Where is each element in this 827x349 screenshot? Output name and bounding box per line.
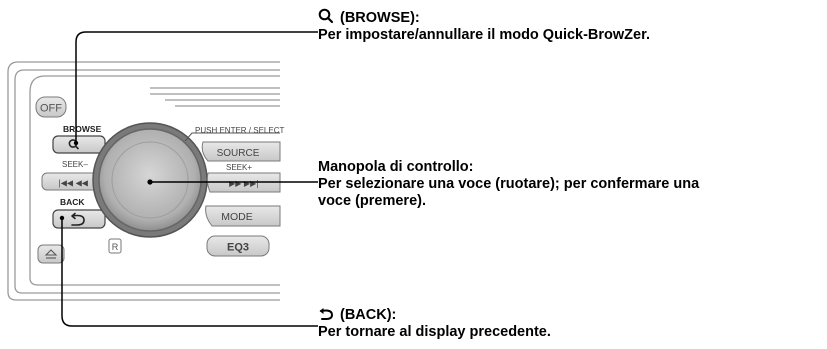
back-leader-dot <box>59 215 65 221</box>
r-indicator-label: R <box>112 242 119 252</box>
eject-button[interactable] <box>37 244 65 264</box>
browse-callout-title-text: (BROWSE): <box>340 10 420 26</box>
leader-lines <box>61 31 318 327</box>
r-indicator: R <box>108 238 122 254</box>
knob-callout-desc-line1: Per selezionare una voce (ruotare); per … <box>318 176 700 192</box>
seek-prev-label: |◀◀ ◀◀ <box>58 179 89 188</box>
knob-callout-title: Manopola di controllo: <box>318 159 474 175</box>
eject-icon <box>44 249 58 259</box>
faceplate <box>7 61 280 301</box>
browse-leader-dot <box>73 140 79 146</box>
browse-label: BROWSE <box>63 124 102 134</box>
seek-minus-label: SEEK– <box>62 160 88 169</box>
off-button[interactable]: OFF <box>35 96 67 118</box>
back-arrow-icon <box>318 307 334 326</box>
back-callout-title-text: (BACK): <box>340 307 397 323</box>
back-callout-title: (BACK): <box>318 307 396 326</box>
source-button[interactable]: SOURCE <box>201 141 281 162</box>
knob-leader-dot <box>147 179 153 185</box>
eq-label: EQ3 <box>227 242 249 254</box>
seek-prev-button[interactable]: |◀◀ ◀◀ <box>41 172 105 191</box>
off-label: OFF <box>40 103 62 115</box>
mode-label: MODE <box>221 211 253 223</box>
browse-leader <box>75 31 318 143</box>
mode-button[interactable]: MODE <box>205 205 281 227</box>
eq-button[interactable]: EQ3 <box>206 235 270 257</box>
back-callout-desc: Per tornare al display precedente. <box>318 324 551 340</box>
back-leader <box>61 218 318 327</box>
back-label: BACK <box>60 197 85 207</box>
seek-plus-label: SEEK+ <box>226 163 252 172</box>
push-enter-label: PUSH ENTER / SELECT <box>195 126 284 135</box>
browse-callout-title: (BROWSE): <box>318 8 420 29</box>
search-icon <box>318 8 334 29</box>
browse-button[interactable] <box>52 135 106 154</box>
back-button-arrow-icon <box>71 212 85 226</box>
knob-callout-desc-line2: voce (premere). <box>318 193 426 209</box>
source-label: SOURCE <box>217 148 260 159</box>
push-enter-bracket <box>184 132 280 142</box>
back-button[interactable] <box>52 209 106 229</box>
browse-callout-desc: Per impostare/annullare il modo Quick-Br… <box>318 27 650 43</box>
seek-next-label: ▶▶ ▶▶| <box>229 179 259 188</box>
